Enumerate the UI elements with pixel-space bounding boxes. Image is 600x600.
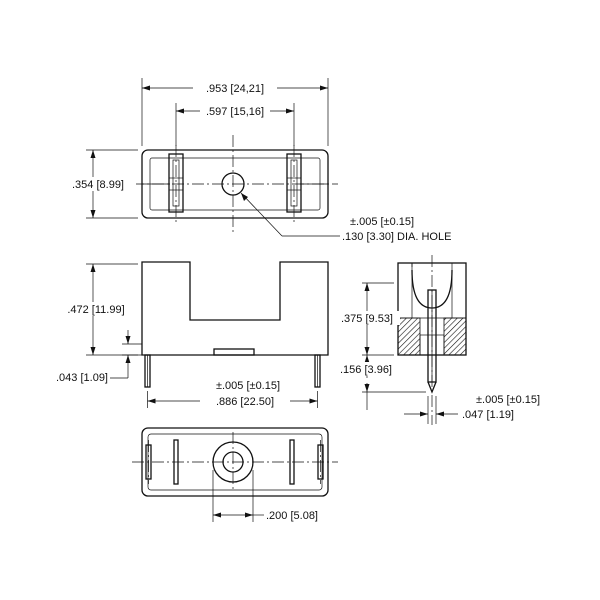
bottom-view: [132, 427, 338, 497]
pin-width-tolerance-label: ±.005 [±0.15]: [476, 394, 540, 406]
height-label: .472 [11.99]: [67, 304, 124, 316]
dim-pin-length: .156 [3.96]: [338, 355, 426, 410]
clip-height-label: .375 [9.53]: [341, 313, 393, 325]
dim-width: .354 [8.99]: [60, 149, 138, 219]
pin-tolerance-label: ±.005 [±0.15]: [216, 380, 280, 392]
dim-hole-diameter: ±.005 [±0.15] .130 [3.30] DIA. HOLE: [240, 192, 451, 243]
left-clip: [168, 153, 184, 213]
pin-spacing-label: .886 [22.50]: [216, 396, 274, 408]
dim-clip-height: .375 [9.53]: [334, 282, 400, 356]
dim-bottom-hole-offset: .200 [5.08]: [212, 470, 318, 522]
pin-spacing-top-label: .597 [15,16]: [206, 106, 264, 118]
side-right-section: [443, 317, 467, 356]
dim-pin-spacing-top: .597 [15,16]: [175, 103, 295, 146]
dim-pin-width: ±.005 [±0.15] .047 [1.19]: [404, 394, 540, 424]
hole-diameter-label: .130 [3.30] DIA. HOLE: [342, 231, 451, 243]
dim-pin-spacing: ±.005 [±0.15] .886 [22.50]: [147, 380, 318, 408]
dim-pin-standoff: .043 [1.09]: [56, 330, 142, 384]
pin-length-label: .156 [3.96]: [340, 364, 392, 376]
width-label: .354 [8.99]: [72, 179, 124, 191]
dim-overall-length: .953 [24,21]: [141, 78, 329, 146]
right-clip: [286, 153, 302, 213]
front-view: [141, 261, 329, 388]
top-view: [132, 135, 338, 235]
dim-height: .472 [11.99]: [56, 263, 138, 356]
pin-standoff-label: .043 [1.09]: [56, 372, 108, 384]
front-view-base-step: [213, 348, 255, 356]
side-left-section: [397, 317, 421, 356]
bottom-hole-offset-label: .200 [5.08]: [266, 510, 318, 522]
pin-width-label: .047 [1.19]: [462, 409, 514, 421]
overall-length-label: .953 [24,21]: [206, 83, 264, 95]
front-view-body: [141, 261, 329, 356]
hole-tolerance-label: ±.005 [±0.15]: [350, 216, 414, 228]
side-view: [397, 255, 467, 425]
